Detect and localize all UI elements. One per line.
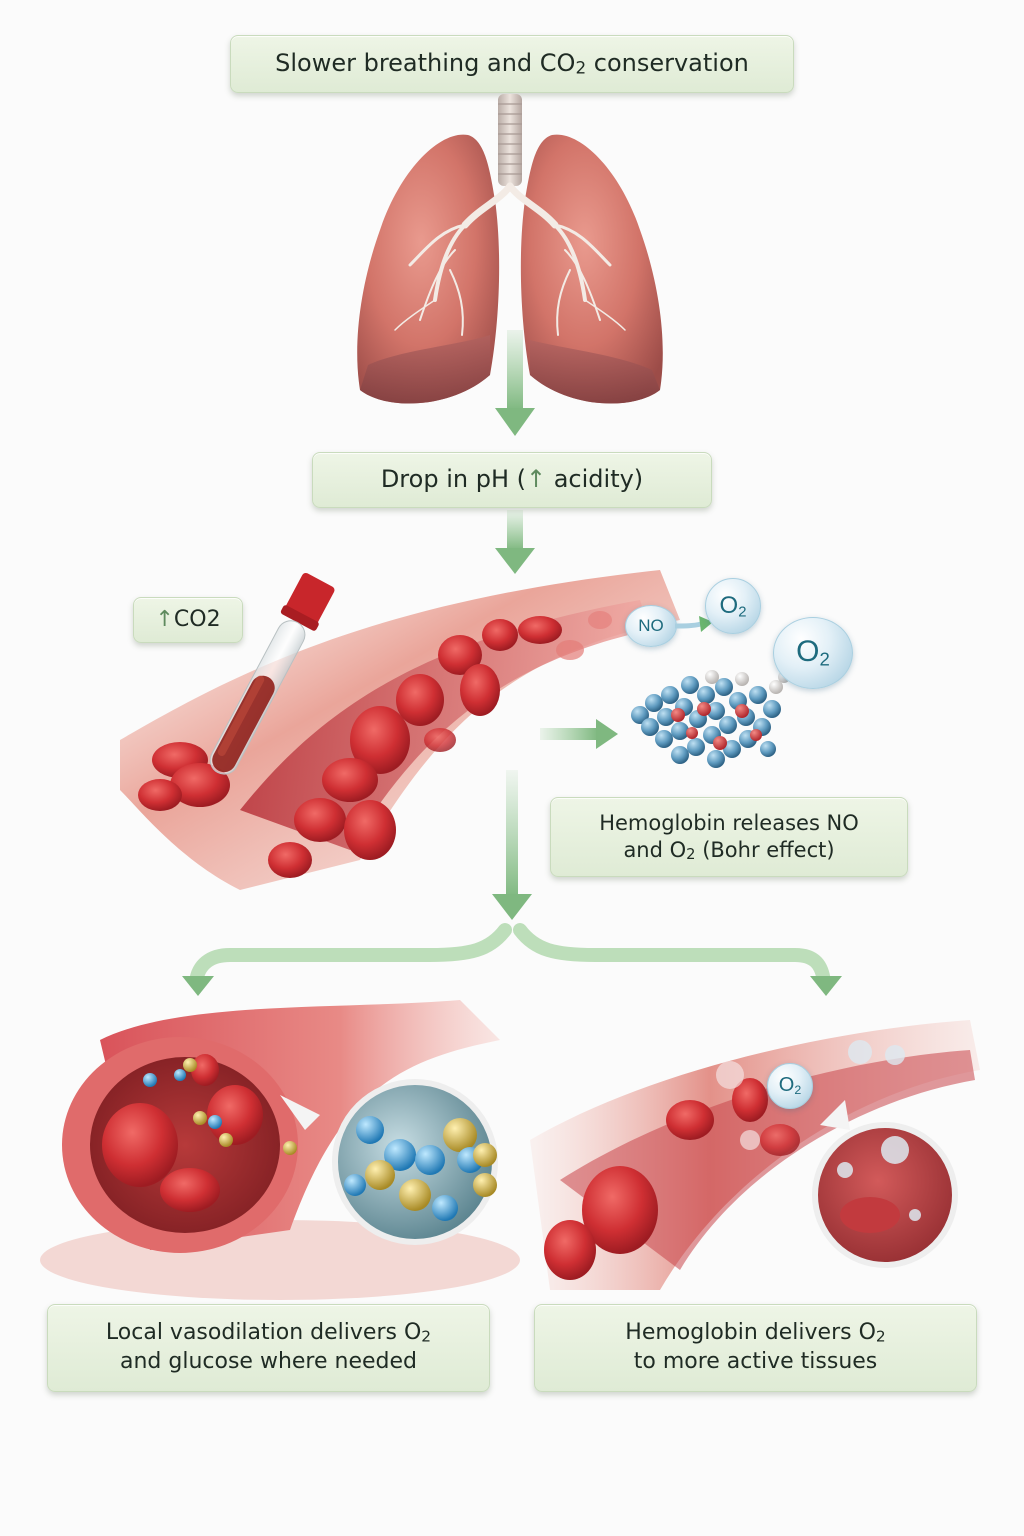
branching-arrows (182, 770, 842, 996)
arrow-no-to-o2 (674, 616, 713, 632)
vasodilation-outcome-line2: and glucose where needed (120, 1349, 417, 1374)
trachea (498, 94, 522, 186)
hemoglobin-release-line1: Hemoglobin releases NO (599, 810, 859, 835)
vasodilation-outcome-line1: Local vasodilation delivers O2 (105, 1320, 432, 1346)
o2-molecule-bubble-small: O2 (705, 578, 761, 634)
ph-drop-box: Drop in pH (↑ acidity) (312, 452, 712, 508)
hemoglobin-molecule (631, 670, 790, 768)
o2-molecule-bubble-large: O2 (773, 617, 853, 689)
vasodilation-vessel-illustration (40, 1000, 520, 1300)
hemoglobin-release-line2: and O2 (Bohr effect) (623, 837, 835, 864)
hemoglobin-delivery-line2: to more active tissues (633, 1349, 878, 1374)
o2-delivery-bubble: O2 (767, 1063, 813, 1109)
arrow-down-2 (495, 510, 535, 574)
vasodilation-outcome-box: Local vasodilation delivers O2 and gluco… (47, 1304, 490, 1392)
right-lung (520, 134, 663, 404)
co2-increase-text: ↑CO2 (155, 606, 221, 632)
lungs-illustration (357, 94, 663, 404)
arrow-branch-left (182, 976, 214, 996)
arrow-down-3 (492, 894, 532, 920)
ph-drop-text: Drop in pH (↑ acidity) (380, 465, 644, 494)
red-blood-cells (138, 611, 612, 878)
co2-increase-badge: ↑CO2 (133, 597, 243, 643)
hemoglobin-release-box: Hemoglobin releases NO and O2 (Bohr effe… (550, 797, 908, 877)
arrow-branch-right (810, 976, 842, 996)
arrow-down-1 (495, 330, 535, 436)
no-molecule-bubble: NO (625, 605, 677, 647)
title-box: Slower breathing and CO2 conservation (230, 35, 794, 93)
blood-vessel-illustration (120, 570, 680, 890)
magnifier-callout (280, 1079, 498, 1245)
bronchial-tree (394, 182, 626, 336)
arrow-right-hemoglobin (540, 719, 618, 749)
magnifier-callout (812, 1100, 958, 1268)
up-arrow-icon: ↑ (155, 606, 174, 632)
left-lung (357, 134, 500, 404)
title-text: Slower breathing and CO2 conservation (275, 49, 749, 78)
up-arrow-icon: ↑ (525, 465, 547, 494)
hemoglobin-delivery-outcome-box: Hemoglobin delivers O2 to more active ti… (534, 1304, 977, 1392)
oxygen-delivery-vessel-illustration (530, 1020, 980, 1290)
hemoglobin-delivery-line1: Hemoglobin delivers O2 (625, 1320, 886, 1346)
test-tube-icon (209, 572, 335, 775)
